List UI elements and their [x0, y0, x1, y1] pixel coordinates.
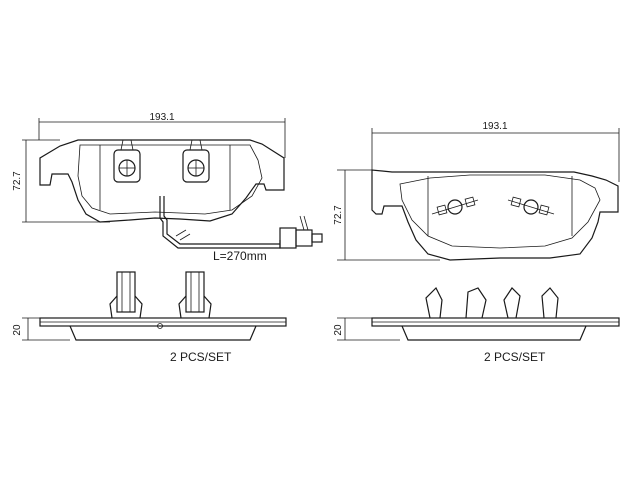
left-side-friction	[69, 325, 257, 341]
right-thickness-label: 20	[333, 324, 344, 336]
right-width-dimension: 193.1	[371, 121, 620, 182]
right-height-label: 72.7	[333, 205, 344, 225]
left-clip-1	[113, 139, 141, 183]
left-set-label: 2 PCS/SET	[170, 350, 232, 364]
left-side-sensor-hole	[157, 323, 163, 329]
right-pad-front-view: 193.1 72.7	[333, 121, 620, 261]
left-friction-material	[77, 144, 263, 215]
left-pad-side-view: 20 2 PCS/SET	[12, 271, 287, 364]
left-clip-2	[182, 139, 210, 183]
left-height-dimension: 72.7	[12, 139, 110, 223]
left-height-label: 72.7	[12, 171, 23, 191]
left-thickness-dimension: 20	[12, 317, 70, 341]
left-side-clip-2	[178, 271, 212, 319]
sensor-length-label: L=270mm	[213, 249, 267, 263]
right-clip-1	[431, 196, 479, 216]
left-width-dimension: 193.1	[38, 112, 286, 158]
right-backing-plate	[371, 169, 619, 261]
left-backing-plate	[39, 139, 285, 223]
right-side-spring-clips	[425, 286, 559, 319]
right-friction-material	[399, 174, 601, 249]
right-height-dimension: 72.7	[333, 169, 440, 261]
right-side-friction	[401, 325, 587, 341]
left-side-clip-1	[109, 271, 143, 319]
right-width-label: 193.1	[482, 121, 507, 132]
right-clip-2	[507, 196, 555, 216]
right-thickness-dimension: 20	[333, 317, 400, 341]
right-pad-side-view: 20 2 PCS/SET	[333, 286, 620, 364]
right-set-label: 2 PCS/SET	[484, 350, 546, 364]
left-width-label: 193.1	[149, 112, 174, 123]
wear-sensor: L=270mm	[159, 196, 323, 263]
left-thickness-label: 20	[12, 324, 23, 336]
left-pad-front-view: 193.1 72.7	[12, 112, 323, 263]
